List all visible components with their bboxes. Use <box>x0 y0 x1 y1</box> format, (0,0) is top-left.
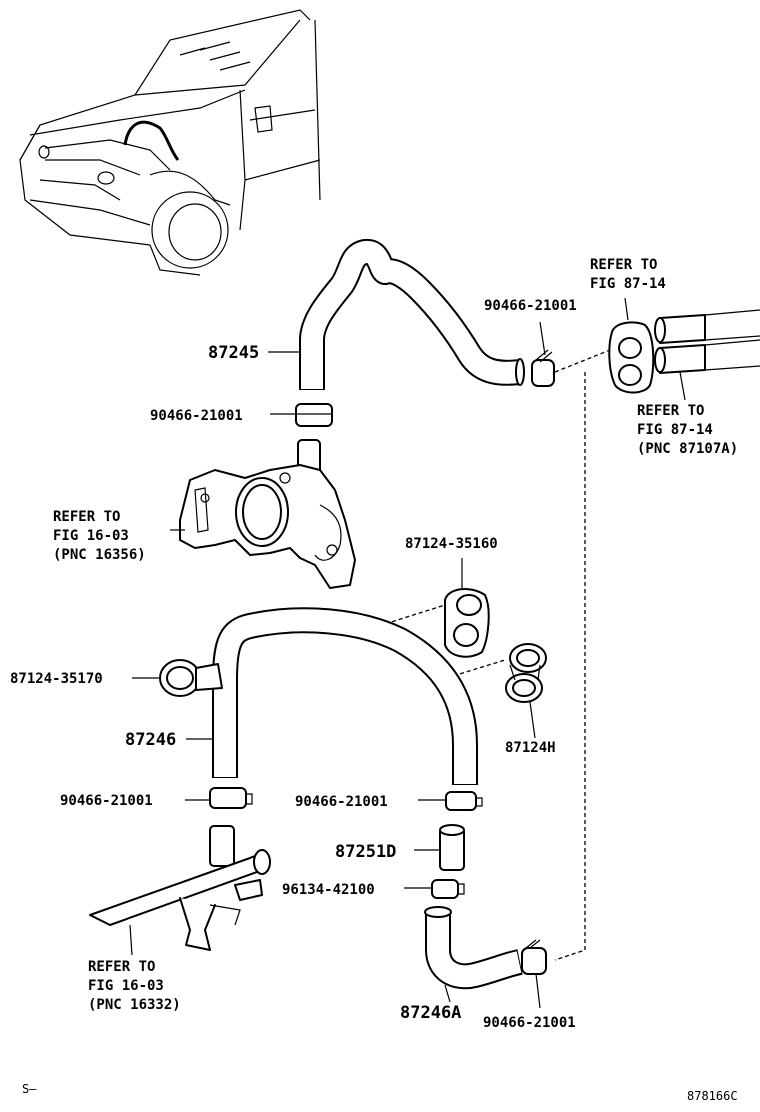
clamp-upper-left <box>270 403 333 427</box>
hose-clamp-right-lower <box>505 643 547 739</box>
hose-clamp-left <box>132 659 223 697</box>
label-refer-pipe-2: FIG 16-03 <box>88 978 164 994</box>
clamp-middle-right <box>418 791 483 811</box>
hose-87246 <box>212 607 478 785</box>
water-pipe <box>89 825 271 956</box>
label-hose-clamp-right-upper: 87124-35160 <box>405 536 498 552</box>
label-clamp-lower-right: 90466-21001 <box>483 1015 576 1031</box>
label-hose-clamp-left: 87124-35170 <box>10 671 103 687</box>
dashed-line-clamp-upper <box>371 604 446 629</box>
label-clamp-small: 96134-42100 <box>282 882 375 898</box>
corner-mark: S– <box>22 1082 37 1096</box>
hose-87245 <box>299 239 525 390</box>
label-refer-upper-right-1: REFER TO <box>590 257 657 273</box>
label-hose-middle: 87246 <box>125 730 176 750</box>
label-clamp-middle-right: 90466-21001 <box>295 794 388 810</box>
label-refer-upper-right-2: FIG 87-14 <box>590 276 666 292</box>
label-refer-right-3: (PNC 87107A) <box>637 441 738 457</box>
vehicle-illustration <box>19 9 321 276</box>
hose-87246a <box>424 906 523 1003</box>
dashed-line-vertical <box>554 349 611 961</box>
label-clamp-middle-left: 90466-21001 <box>60 793 153 809</box>
dashed-line-clamp-lower <box>439 659 506 681</box>
label-clamp-upper-right: 90466-21001 <box>484 298 577 314</box>
label-refer-right-1: REFER TO <box>637 403 704 419</box>
label-hose-clamp-right-lower: 87124H <box>505 740 556 756</box>
clamp-middle-left <box>185 787 253 809</box>
grommet <box>608 321 655 394</box>
label-hose-upper: 87245 <box>208 343 259 363</box>
water-outlet-housing <box>170 439 356 589</box>
label-refer-pipe-3: (PNC 16332) <box>88 997 181 1013</box>
label-refer-housing-1: REFER TO <box>53 509 120 525</box>
label-refer-housing-3: (PNC 16356) <box>53 547 146 563</box>
hose-clamp-right-upper <box>444 558 490 658</box>
label-hose-lower: 87246A <box>400 1003 461 1023</box>
figure-code: 878166C <box>687 1089 738 1103</box>
clamp-upper-right <box>531 321 555 387</box>
clamp-lower-right <box>521 939 547 1009</box>
connector-87251d <box>414 824 465 871</box>
clamp-small <box>404 879 465 899</box>
label-clamp-upper-left: 90466-21001 <box>150 408 243 424</box>
label-refer-right-2: FIG 87-14 <box>637 422 713 438</box>
label-refer-pipe-1: REFER TO <box>88 959 155 975</box>
label-refer-housing-2: FIG 16-03 <box>53 528 129 544</box>
label-connector: 87251D <box>335 842 396 862</box>
heater-pipes <box>624 297 760 401</box>
